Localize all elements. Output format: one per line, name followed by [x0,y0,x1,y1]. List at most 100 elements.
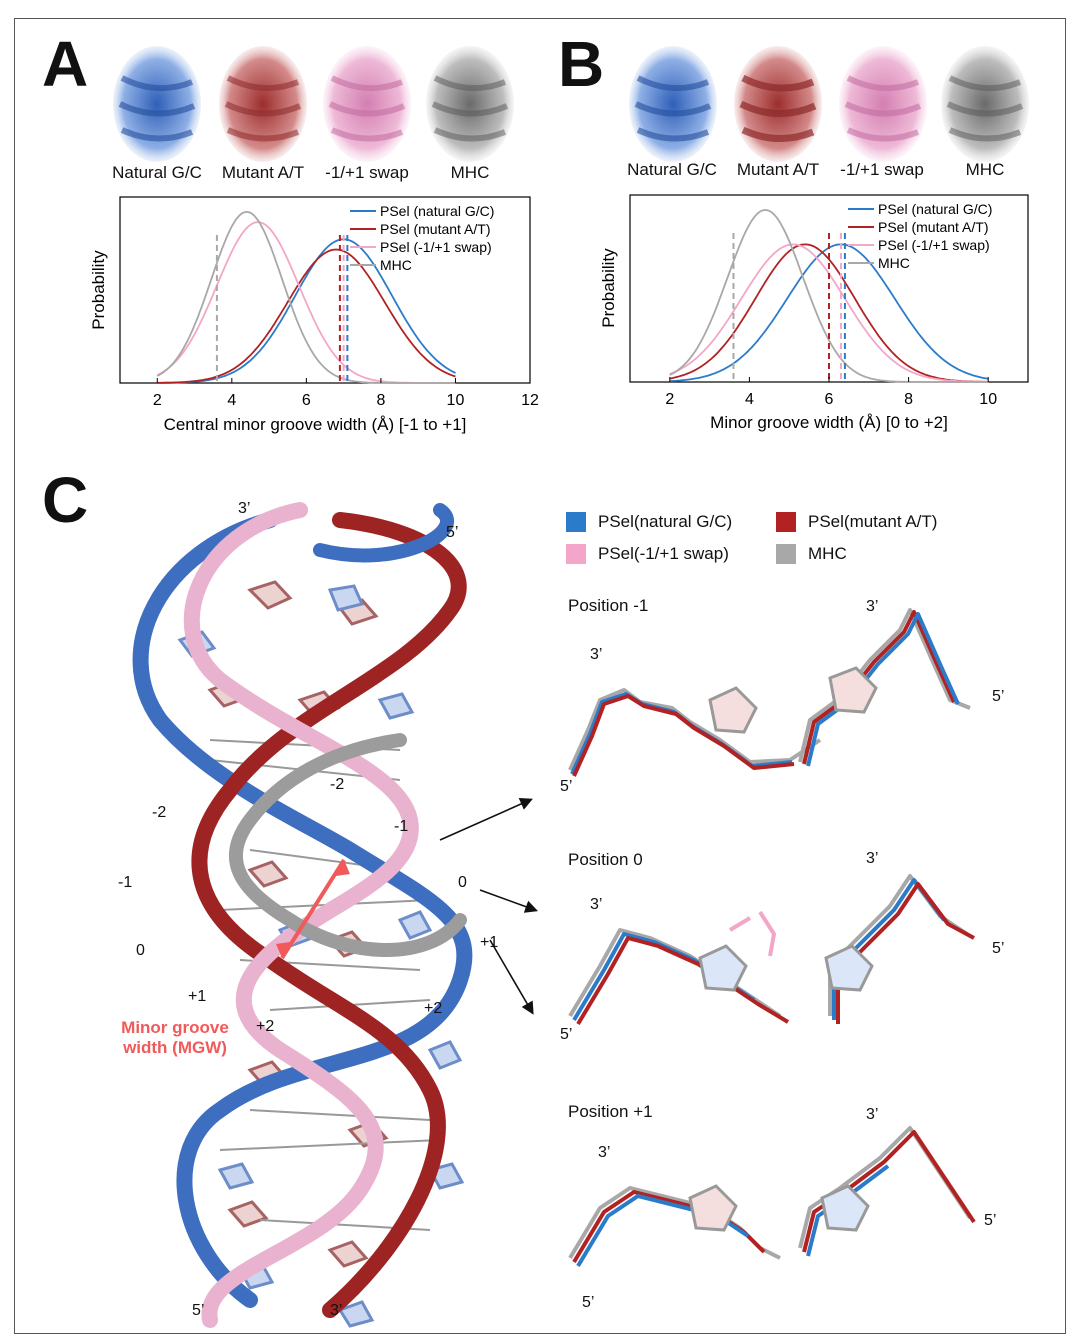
position-title: Position 0 [568,850,643,869]
structure-label-natural-b: Natural G/C [627,160,717,179]
thumb-swap-b [839,46,927,162]
thumb-mutant-a [219,46,307,162]
legend-swatch-natural [566,512,586,532]
position-0-structure [568,874,975,1026]
chart-a-xtick-label: 12 [521,392,539,409]
position-m1-structure [568,608,971,777]
helix-right-label-p2: +2 [424,1000,443,1017]
chart-a-legend-label-mutant: PSel (mutant A/T) [380,221,490,237]
chart-b-xtick-label: 6 [825,391,834,408]
position-right-5prime: 5’ [984,1212,997,1229]
chart-b-xlabel: Minor groove width (Å) [0 to +2] [710,413,948,432]
thumb-mhc-b [941,46,1029,162]
helix-bottom-3prime: 3’ [330,1302,343,1319]
legend-label-swap: PSel(-1/+1 swap) [598,544,729,563]
mgw-arrowhead-bottom [276,942,290,958]
position-right-3prime: 3’ [866,850,879,867]
chart-a-legend-label-mhc: MHC [380,257,412,273]
figure-frame [14,18,1066,1334]
legend-label-mhc: MHC [808,544,847,563]
helix-bottom-5prime: 5’ [192,1302,205,1319]
chart-b-legend-label-swap: PSel (-1/+1 swap) [878,237,990,253]
chart-a-legend-label-swap: PSel (-1/+1 swap) [380,239,492,255]
structure-label-mhc-a: MHC [450,163,490,182]
position-title: Position +1 [568,1102,653,1121]
thumb-natural-b [629,46,717,162]
structure-label-natural-a: Natural G/C [112,163,202,182]
helix-base-pairs [177,580,465,1328]
dna-helix-illustration [132,502,473,1328]
position-pointer-arrows [439,798,539,1015]
panel-c-letter: C [42,464,89,536]
position-title: Position -1 [568,596,649,615]
structure-label-swap-a: -1/+1 swap [325,163,409,182]
position-left-3prime: 3’ [590,896,603,913]
helix-left-label-m1: -1 [118,874,133,891]
structure-label-swap-b: -1/+1 swap [840,160,924,179]
panel-c-legend: PSel(natural G/C) PSel(mutant A/T) PSel(… [566,512,1046,572]
helix-right-label-m2: -2 [330,776,345,793]
helix-left-label-p2: +2 [256,1018,275,1035]
chart-b-series-mutant [669,243,989,383]
thumb-mhc-a [426,46,514,162]
mgw-arrowhead-top [336,860,350,876]
thumb-mutant-b [734,46,822,162]
thumb-swap-a [323,46,411,162]
chart-a-xtick-label: 4 [227,392,236,409]
helix-top-5prime: 5’ [446,524,459,541]
position-left-5prime: 5’ [582,1294,595,1311]
legend-swatch-mutant [776,512,796,532]
helix-left-label-p1: +1 [188,988,207,1005]
position-right-3prime: 3’ [866,598,879,615]
chart-a-series-mutant [157,248,456,384]
chart-a-legend-label-natural: PSel (natural G/C) [380,203,494,219]
helix-left-label-m2: -2 [152,804,167,821]
mgw-arrow [280,858,346,960]
chart-b-legend-label-mhc: MHC [878,255,910,271]
structure-label-mutant-a: Mutant A/T [221,163,305,182]
position-p1-structure [568,1126,976,1268]
position-right-5prime: 5’ [992,940,1005,957]
chart-a-xtick-label: 2 [153,392,162,409]
position-panel-m1: Position -1 3’ 5’ 3’ 5’ [560,590,1030,810]
chart-a-plot-frame [119,196,531,384]
legend-swatch-swap [566,544,586,564]
position-left-5prime: 5’ [560,1026,573,1043]
position-left-3prime: 3’ [590,646,603,663]
helix-right-label-m1: -1 [394,818,409,835]
chart-b-xtick-label: 10 [979,391,997,408]
chart-b-legend-label-mutant: PSel (mutant A/T) [878,219,988,235]
mgw-label: Minor groove width (MGW) [110,1018,240,1059]
structure-label-mhc-b: MHC [965,160,1005,179]
position-panel-0: Position 0 3’ 5’ 3’ 5’ [560,846,1030,1066]
structure-thumbnails [113,46,1029,162]
chart-a-series-natural [157,238,456,384]
chart-b-xtick-label: 4 [745,391,754,408]
mgw-label-line2: width (MGW) [123,1038,227,1058]
chart-a-xtick-label: 8 [376,392,385,409]
chart-b-ylabel: Probability [599,248,618,328]
chart-a-xtick-label: 10 [447,392,465,409]
chart-a-xlabel: Central minor groove width (Å) [-1 to +1… [164,415,467,434]
position-panel-p1: Position +1 3’ 5’ 3’ 5’ [560,1098,1030,1318]
chart-b-series-mhc [669,209,989,383]
mgw-label-line1: Minor groove [121,1018,229,1037]
thumb-natural-a [113,46,201,162]
legend-label-mutant: PSel(mutant A/T) [808,512,938,531]
chart-a-xtick-label: 6 [302,392,311,409]
panel-a-letter: A [42,28,89,100]
chart-a: 2 4 6 8 10 12 PSel (natural G/C) PSel (mutant … [89,196,539,434]
position-right-5prime: 5’ [992,688,1005,705]
chart-b-legend-label-natural: PSel (natural G/C) [878,201,992,217]
structure-label-mutant-b: Mutant A/T [736,160,820,179]
chart-b-xtick-label: 8 [904,391,913,408]
helix-top-3prime: 3’ [238,500,251,517]
chart-a-series-mhc [156,210,456,384]
helix-left-label-0: 0 [136,942,145,959]
position-left-3prime: 3’ [598,1144,611,1161]
position-left-5prime: 5’ [560,778,573,795]
position-right-3prime: 3’ [866,1106,879,1123]
chart-a-ylabel: Probability [89,250,108,330]
legend-swatch-mhc [776,544,796,564]
